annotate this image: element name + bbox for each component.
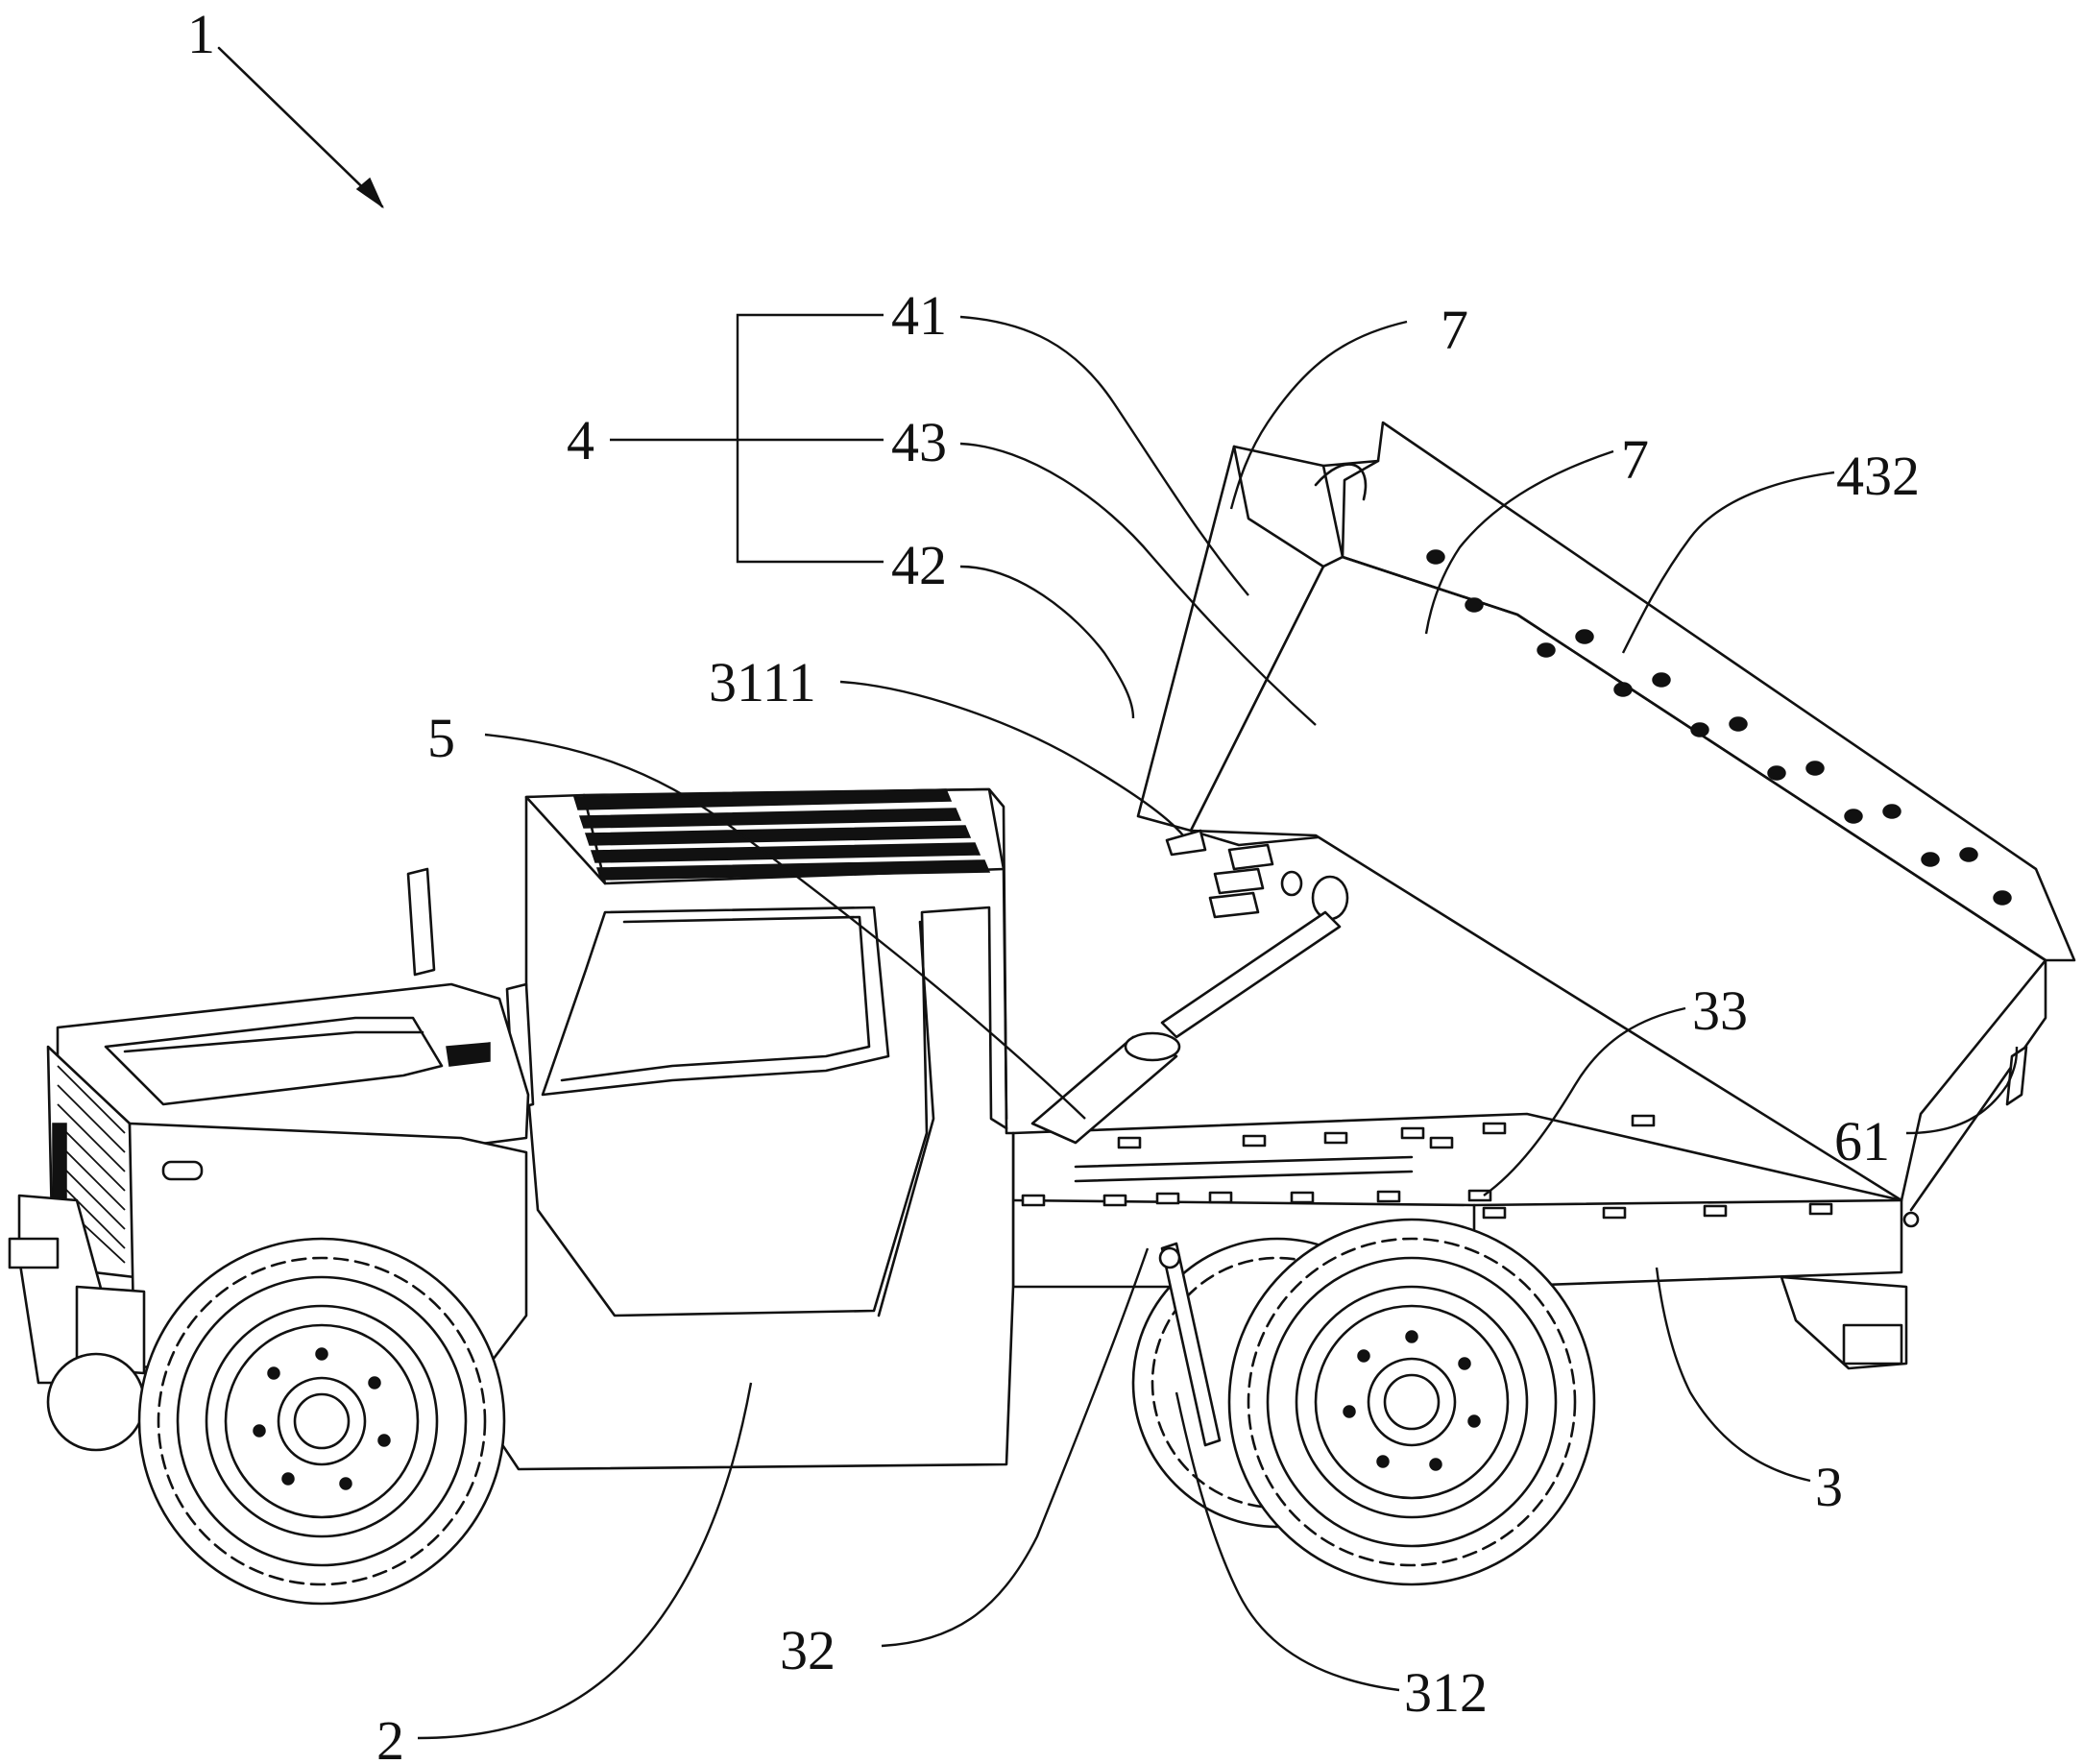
label-3: 3 xyxy=(1815,1456,1843,1518)
label-61: 61 xyxy=(1834,1110,1890,1172)
label-4: 4 xyxy=(567,409,594,471)
label-5: 5 xyxy=(427,707,455,769)
label-33: 33 xyxy=(1692,979,1748,1042)
label-3111: 3111 xyxy=(709,651,816,713)
label-2: 2 xyxy=(376,1709,404,1764)
label-312: 312 xyxy=(1404,1661,1488,1724)
label-7-left: 7 xyxy=(1441,299,1468,361)
label-1: 1 xyxy=(187,3,215,65)
label-7-right: 7 xyxy=(1621,428,1649,491)
label-43: 43 xyxy=(891,411,947,473)
label-42: 42 xyxy=(891,534,947,596)
label-432: 432 xyxy=(1836,445,1920,507)
dump-box xyxy=(1138,423,2074,1226)
label-41: 41 xyxy=(891,284,947,347)
overall-arrow xyxy=(219,48,382,206)
rear-wheels xyxy=(1133,1220,1594,1584)
hydraulic-cylinder xyxy=(1032,912,1340,1143)
label-32: 32 xyxy=(780,1619,836,1681)
